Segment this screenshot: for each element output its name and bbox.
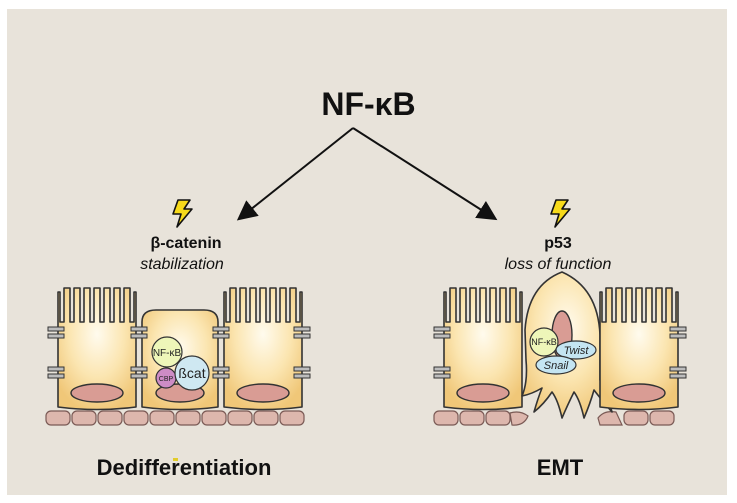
arrow-to-left	[236, 127, 354, 221]
right-cell-3	[599, 287, 679, 411]
right-cell-1	[443, 287, 523, 411]
right-basement-membrane	[433, 410, 675, 426]
left-cell-1	[57, 287, 137, 411]
right-nfkb-bubble: NF-κB	[529, 327, 559, 357]
decorative-mark	[173, 458, 178, 461]
arrow-to-right	[352, 127, 498, 221]
right-snail-bubble: Snail	[535, 355, 577, 375]
left-bcat-bubble: ßcat	[174, 355, 210, 391]
left-process-label: stabilization	[140, 256, 224, 273]
lightning-bolt-icon	[550, 199, 571, 228]
left-cbp-bubble: CBP	[155, 367, 177, 389]
left-nfkb-bubble: NF-κB	[151, 336, 183, 368]
right-process-label: loss of function	[504, 256, 612, 273]
lightning-bolt-icon	[172, 199, 193, 228]
right-twist-bubble: Twist	[555, 340, 597, 360]
svg-text:Snail: Snail	[544, 360, 569, 372]
svg-text:ßcat: ßcat	[178, 365, 205, 381]
svg-text:NF-κB: NF-κB	[153, 348, 182, 359]
right-gene-label: p53	[544, 235, 572, 252]
left-cell-junctions	[47, 326, 311, 379]
svg-text:Twist: Twist	[564, 345, 590, 357]
left-basement-membrane	[45, 410, 305, 426]
right-outcome-label: EMT	[536, 455, 584, 480]
left-gene-label: β-catenin	[150, 235, 222, 252]
left-cell-3	[223, 287, 303, 411]
svg-text:CBP: CBP	[159, 376, 174, 383]
left-outcome-label: Dedifferentiation	[96, 455, 272, 480]
svg-text:NF-κB: NF-κB	[531, 337, 557, 347]
diagram-title: NF-κB	[321, 86, 416, 122]
right-cell-junctions	[433, 326, 687, 379]
